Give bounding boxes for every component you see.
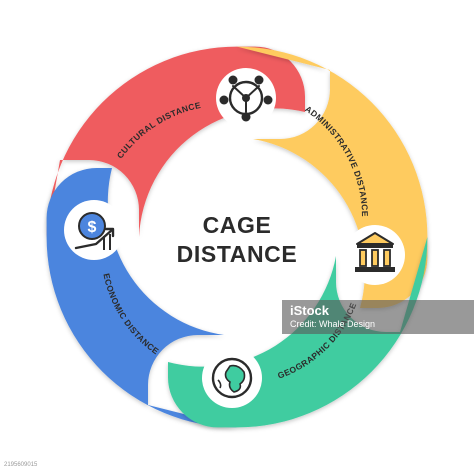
svg-text:$: $ [88, 219, 97, 236]
center-title-line2: DISTANCE [177, 241, 298, 267]
watermark-credit: Credit: Whale Design [290, 319, 376, 329]
dollar-growth-icon: $ [64, 200, 124, 260]
stock-image-id: 2195609015 [4, 462, 38, 468]
center-disc [149, 149, 325, 325]
watermark-banner: iStock Credit: Whale Design [282, 300, 474, 334]
globe-icon [202, 348, 262, 408]
people-network-icon [216, 68, 276, 128]
bank-building-icon [345, 225, 405, 285]
center-title-line1: CAGE [203, 212, 272, 238]
watermark-brand: iStock [290, 303, 330, 318]
